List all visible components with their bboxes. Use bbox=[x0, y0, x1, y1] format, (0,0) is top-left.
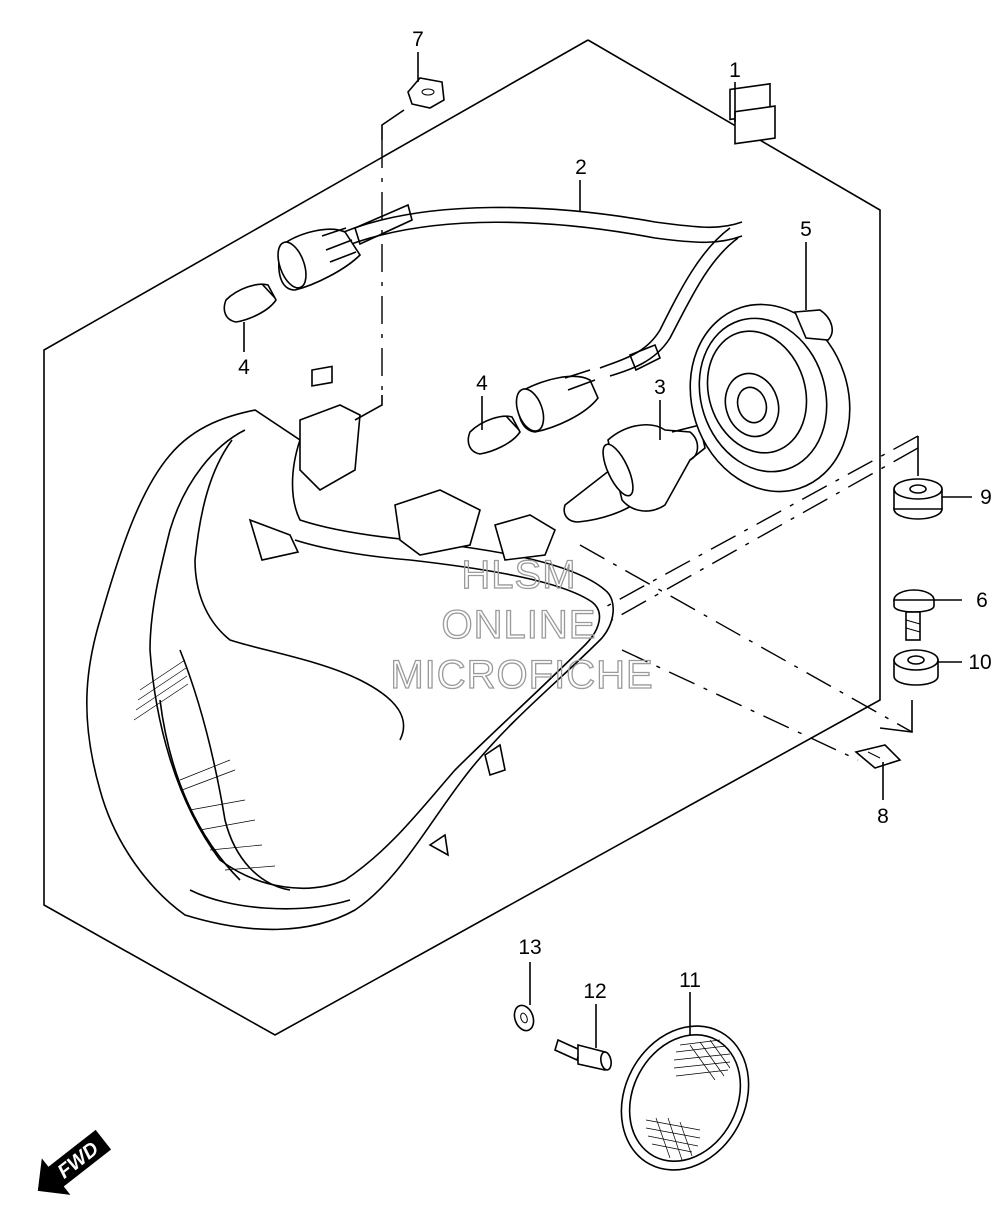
fwd-arrow-icon bbox=[37, 1129, 112, 1195]
small-bulbs bbox=[223, 283, 521, 455]
callout-7: 7 bbox=[412, 28, 424, 51]
callout-6: 6 bbox=[976, 589, 988, 612]
callout-4-right: 4 bbox=[476, 372, 488, 395]
grommet-10 bbox=[893, 649, 939, 686]
callout-1: 1 bbox=[729, 59, 741, 82]
headlight-cover bbox=[689, 303, 851, 493]
callout-4-left: 4 bbox=[238, 356, 250, 379]
alignment-lines bbox=[354, 140, 919, 761]
watermark-line2: ONLINE bbox=[442, 603, 597, 647]
bolt-6 bbox=[893, 589, 935, 641]
watermark-line1: HLSM bbox=[461, 553, 576, 597]
watermark-line3: MICROFICHE bbox=[390, 653, 653, 697]
callout-labels: 1 2 3 4 4 5 6 7 8 9 10 11 12 13 bbox=[238, 28, 992, 1003]
watermark: HLSM ONLINE MICROFICHE bbox=[390, 552, 654, 697]
clip-nut-7 bbox=[407, 77, 445, 109]
callout-9: 9 bbox=[980, 486, 992, 509]
callout-13: 13 bbox=[518, 936, 541, 959]
callout-3: 3 bbox=[654, 376, 666, 399]
callout-12: 12 bbox=[583, 980, 606, 1003]
headlight-housing bbox=[86, 365, 614, 931]
stud-12 bbox=[554, 1038, 612, 1071]
assembly-outline bbox=[43, 39, 881, 1036]
callout-11: 11 bbox=[679, 969, 701, 992]
callout-5: 5 bbox=[800, 218, 812, 241]
rubber-grommet-9 bbox=[893, 478, 943, 520]
washer-13 bbox=[513, 1004, 535, 1032]
clip-nut-8 bbox=[854, 744, 902, 769]
callout-8: 8 bbox=[877, 805, 889, 828]
fwd-arrow: FWD bbox=[37, 1129, 112, 1195]
callout-2: 2 bbox=[575, 156, 587, 179]
callout-10: 10 bbox=[968, 651, 991, 674]
reflector-11 bbox=[620, 1025, 750, 1171]
headlight-bulb bbox=[563, 424, 706, 523]
leader-lines bbox=[243, 52, 972, 1048]
wiring-harness bbox=[277, 82, 776, 433]
